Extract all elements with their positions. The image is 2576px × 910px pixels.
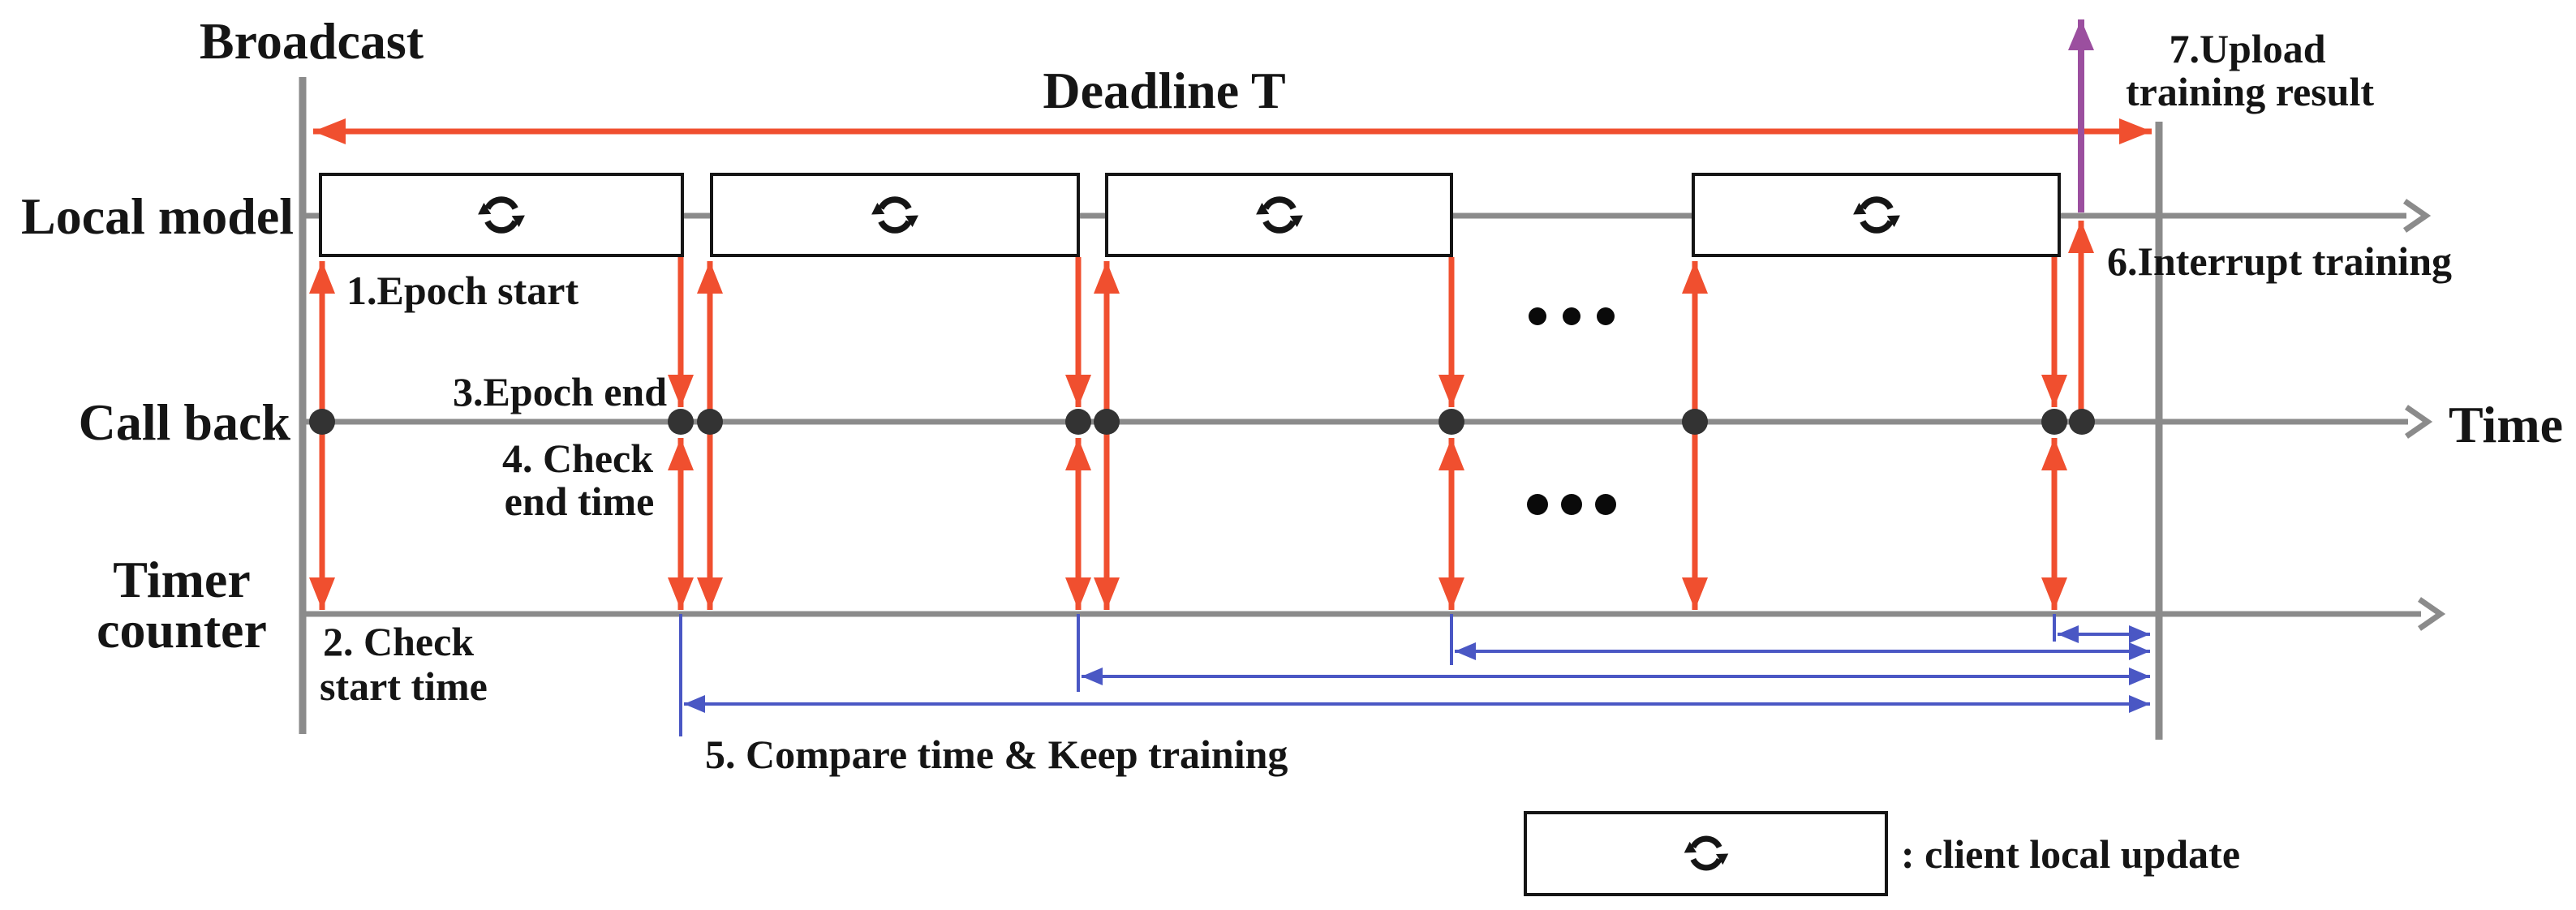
step2-label-line1: 2. Check xyxy=(323,619,474,664)
epoch-box-4 xyxy=(1692,173,2061,257)
epoch-box-3 xyxy=(1105,173,1453,257)
epoch-box-2 xyxy=(710,173,1080,257)
legend-text: : client local update xyxy=(1901,831,2240,877)
step4-label-line2: end time xyxy=(505,479,655,524)
legend: : client local update xyxy=(1524,811,2240,896)
epoch-start-arrows xyxy=(309,261,1708,610)
row-label-call-back: Call back xyxy=(79,393,291,451)
compare-time-arrows xyxy=(684,625,2150,713)
deadline-label: Deadline T xyxy=(1043,62,1285,119)
broadcast-label: Broadcast xyxy=(200,12,424,70)
arrowhead-right-icon xyxy=(2405,405,2433,439)
epoch-end-arrows xyxy=(668,257,2067,407)
step3-label: 3.Epoch end xyxy=(453,369,667,414)
step2-label-line2: start time xyxy=(320,663,488,709)
step6-label: 6.Interrupt training xyxy=(2107,238,2452,284)
check-end-time-arrows xyxy=(668,438,2067,610)
arrowhead-right-icon xyxy=(2418,597,2446,631)
arrowhead-right-icon xyxy=(2403,199,2432,233)
callback-event-dots xyxy=(309,409,2095,435)
step7-label-line1: 7.Upload xyxy=(2169,26,2325,71)
ellipsis-dots-lower xyxy=(1527,494,1616,515)
compare-time-connectors xyxy=(679,614,2056,736)
step7-label-line2: training result xyxy=(2126,69,2374,114)
row-label-timer-line2: counter xyxy=(97,601,267,659)
ellipsis-dots-upper xyxy=(1529,307,1615,325)
legend-box xyxy=(1524,811,1888,896)
row-label-timer-line1: Timer xyxy=(113,551,250,608)
row-label-local-model: Local model xyxy=(21,187,294,245)
step1-label: 1.Epoch start xyxy=(346,268,578,313)
epoch-box-1 xyxy=(319,173,684,257)
time-axis-label: Time xyxy=(2449,396,2563,453)
timer-counter-timeline xyxy=(303,597,2446,631)
step5-label: 5. Compare time & Keep training xyxy=(705,732,1288,777)
step4-label-line1: 4. Check xyxy=(502,436,653,481)
